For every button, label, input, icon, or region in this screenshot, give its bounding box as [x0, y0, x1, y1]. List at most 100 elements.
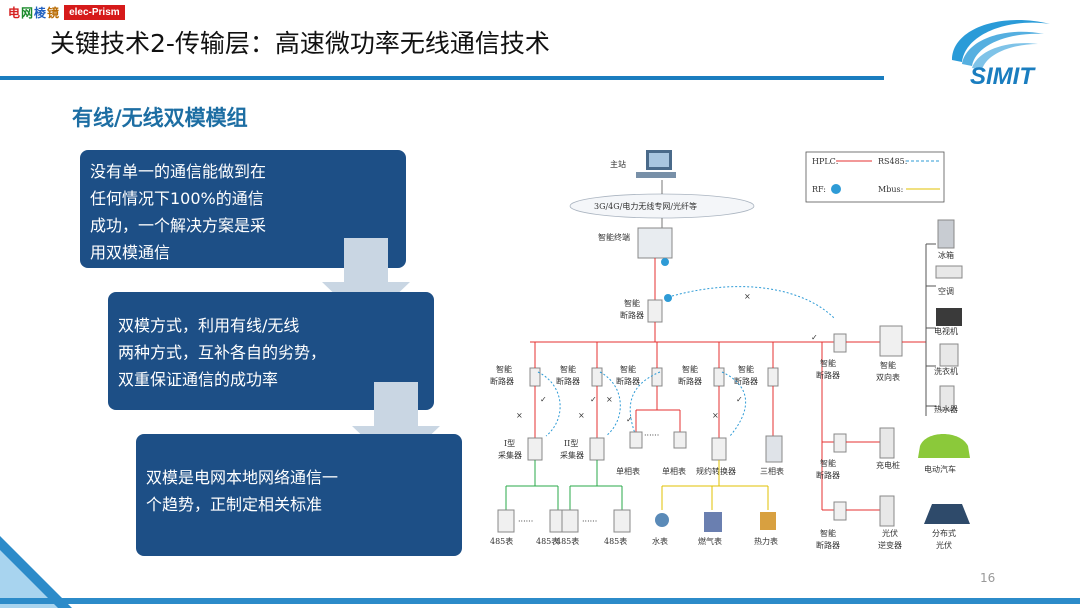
text-box-3: 双模是电网本地网络通信一个趋势，正制定相关标准 — [136, 434, 462, 556]
heat-label: 热力表 — [754, 536, 778, 546]
simit-logo: SIMIT — [952, 20, 1050, 90]
breaker-label-2a: 智能 — [560, 364, 576, 374]
title-underline — [0, 76, 884, 80]
breaker-label-1b: 断路器 — [490, 376, 514, 386]
ev-icon — [918, 434, 970, 458]
protocol-converter-label: 规约转换器 — [696, 466, 736, 476]
host-label: 主站 — [610, 159, 626, 169]
breaker-label-4a: 智能 — [682, 364, 698, 374]
meter485-4: 485表 — [604, 536, 627, 546]
pv-inv-l2: 逆变器 — [878, 540, 902, 550]
rf-badge-icon — [831, 184, 841, 194]
smart-terminal-icon — [637, 227, 673, 259]
washer-icon — [939, 343, 959, 367]
meter485-3: 485表 — [556, 536, 579, 546]
legend-mbus: Mbus: — [878, 185, 903, 194]
fail-mark: × — [744, 292, 751, 301]
legend-hplc: HPLC: — [812, 157, 839, 166]
appl-4: 热水器 — [934, 404, 958, 414]
legend-rs485: RS485: — [878, 157, 907, 166]
ellipsis-3: ······ — [582, 517, 597, 526]
svg-text:×: × — [578, 411, 585, 420]
svg-text:×: × — [712, 411, 719, 420]
section-title: 有线/无线双模模组 — [72, 106, 248, 130]
water-label: 水表 — [652, 536, 668, 546]
text-box-2: 双模方式，利用有线/无线两种方式，互补各自的劣势，双重保证通信的成功率 — [108, 292, 434, 410]
gas-meter-icon — [704, 512, 722, 532]
smart-terminal-label: 智能终端 — [598, 232, 630, 242]
page-number: 16 — [980, 571, 996, 585]
pv-l2: 光伏 — [936, 540, 952, 550]
collector-2-icon — [589, 437, 605, 461]
bi-meter-l1: 智能 — [880, 360, 896, 370]
bi-meter-l2: 双向表 — [876, 372, 900, 382]
bidirectional-meter-icon — [879, 325, 903, 357]
legend-rf: RF: — [812, 185, 826, 194]
collector-1-icon — [527, 437, 543, 461]
top-breaker-label-2: 断路器 — [620, 310, 644, 320]
ac-icon — [935, 265, 963, 279]
network-diagram: 主站 3G/4G/电力无线专网/光纤等 智能终端 智能 断路器 × ✓ 智能断路… — [490, 150, 970, 550]
collector-2-l2: 采集器 — [560, 450, 584, 460]
slide-title: 关键技术2-传输层：高速微功率无线通信技术 — [50, 29, 550, 58]
rbreaker-2a: 智能 — [820, 458, 836, 468]
breaker-label-4b: 断路器 — [678, 376, 702, 386]
charging-pile-label: 充电桩 — [876, 460, 900, 470]
svg-text:✓: ✓ — [590, 395, 597, 404]
rbreaker-2b: 断路器 — [816, 470, 840, 480]
fridge-icon — [937, 219, 955, 249]
corner-decoration — [0, 536, 72, 608]
ellipsis-1: ······ — [644, 431, 659, 440]
top-breaker-label-1: 智能 — [624, 298, 640, 308]
collector-2-l1: II型 — [564, 439, 578, 448]
appl-3: 洗衣机 — [934, 366, 958, 376]
pv-l1: 分布式 — [932, 528, 956, 538]
appl-2: 电视机 — [934, 326, 958, 336]
breaker-label-3b: 断路器 — [616, 376, 640, 386]
inverter-icon — [879, 495, 895, 527]
text-box-1: 没有单一的通信能做到在任何情况下100%的通信成功，一个解决方案是采用双模通信 — [80, 150, 406, 268]
network-label: 3G/4G/电力无线专网/光纤等 — [594, 201, 697, 211]
single-meter-1: 单相表 — [616, 466, 640, 476]
svg-text:✓: ✓ — [626, 415, 633, 424]
svg-text:✓: ✓ — [540, 395, 547, 404]
collector-1-l1: I型 — [504, 439, 515, 448]
breaker-label-2b: 断路器 — [556, 376, 580, 386]
appl-0: 冰箱 — [938, 250, 954, 260]
svg-text:✓: ✓ — [736, 395, 743, 404]
three-phase-label: 三相表 — [760, 466, 784, 476]
brand-en: elec-Prism — [64, 4, 125, 20]
rbreaker-1a: 智能 — [820, 358, 836, 368]
top-breaker-icon — [647, 299, 663, 323]
rbreaker-3a: 智能 — [820, 528, 836, 538]
rbreaker-3b: 断路器 — [816, 540, 840, 550]
svg-text:×: × — [606, 395, 613, 404]
ok-mark: ✓ — [811, 333, 818, 342]
heater-icon — [939, 385, 955, 411]
host-computer-icon — [636, 150, 676, 178]
pv-inv-l1: 光伏 — [882, 528, 898, 538]
legend-box — [805, 151, 945, 203]
solar-panel-icon — [924, 504, 970, 524]
breaker-label-5b: 断路器 — [734, 376, 758, 386]
meter485-2: 485表 — [536, 536, 559, 546]
logo-text: SIMIT — [970, 63, 1036, 90]
svg-text:×: × — [516, 411, 523, 420]
rbreaker-1b: 断路器 — [816, 370, 840, 380]
bottom-bar — [0, 598, 1080, 604]
appl-1: 空调 — [938, 286, 954, 296]
collector-1-l2: 采集器 — [498, 450, 522, 460]
gas-label: 燃气表 — [698, 536, 722, 546]
heat-meter-icon — [760, 512, 776, 530]
single-meter-2: 单相表 — [662, 466, 686, 476]
breaker-label-5a: 智能 — [738, 364, 754, 374]
meter485-1: 485表 — [490, 536, 513, 546]
three-phase-icon — [765, 435, 783, 463]
water-meter-icon — [655, 513, 669, 527]
brand-cn: 电网棱镜 — [8, 5, 61, 20]
brand-watermark: 电网棱镜 elec-Prism — [8, 2, 125, 22]
charging-pile-icon — [879, 427, 895, 459]
breaker-label-1a: 智能 — [496, 364, 512, 374]
tv-icon — [936, 308, 962, 326]
ev-label: 电动汽车 — [924, 464, 956, 474]
